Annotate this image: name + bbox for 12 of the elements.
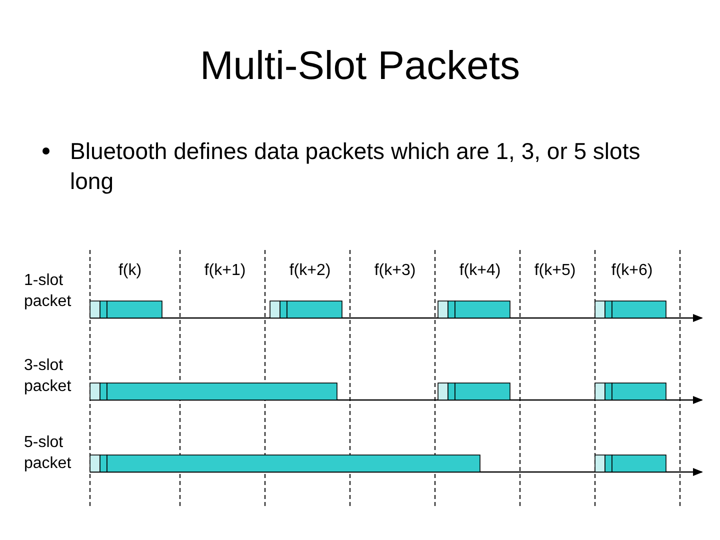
slot-frequency-label: f(k+2) [288, 262, 332, 280]
bullet-text: Bluetooth defines data packets which are 1, 3, or 5 slots long [70, 137, 642, 196]
slide-title: Multi-Slot Packets [198, 44, 522, 89]
slot-frequency-label: f(k) [117, 262, 143, 280]
row-label: 5-slot packet [24, 433, 72, 474]
row-label: 3-slot packet [24, 356, 72, 397]
slot-frequency-label: f(k+6) [610, 262, 654, 280]
slot-frequency-label: f(k+3) [373, 262, 417, 280]
slot-frequency-label: f(k+1) [203, 262, 247, 280]
slot-frequency-label: f(k+5) [533, 262, 577, 280]
row-label: 1-slot packet [24, 271, 72, 312]
slot-frequency-label: f(k+4) [458, 262, 502, 280]
